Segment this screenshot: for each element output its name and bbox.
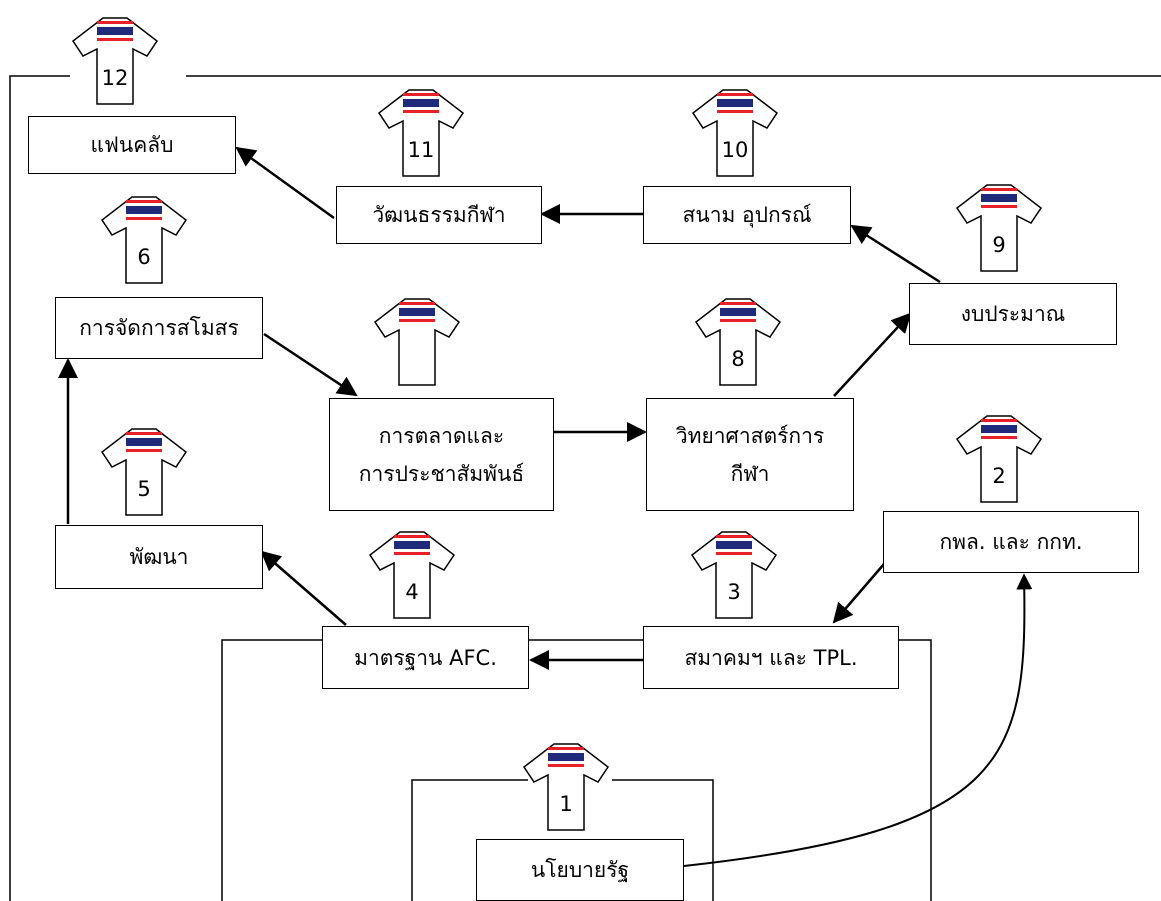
jersey-icon bbox=[690, 531, 778, 619]
arrow-sport-science-to-budget bbox=[833, 312, 912, 397]
jersey-icon bbox=[377, 89, 465, 177]
jersey-number: 9 bbox=[992, 233, 1006, 257]
penalty-area-line bbox=[221, 639, 932, 901]
box-budget: งบประมาณ bbox=[909, 283, 1117, 345]
jersey-number: 6 bbox=[137, 245, 151, 269]
jersey-icon bbox=[373, 298, 461, 386]
box-marketing-pr: การตลาดและ การประชาสัมพันธ์ bbox=[329, 398, 554, 511]
jersey-number: 5 bbox=[137, 477, 151, 501]
jersey-1: 1 bbox=[522, 740, 610, 834]
jersey-number: 8 bbox=[731, 347, 745, 371]
jersey-icon bbox=[955, 184, 1043, 272]
arrow-afc-to-development bbox=[260, 550, 347, 626]
jersey-number: 4 bbox=[405, 580, 419, 604]
box-fanclub: แฟนคลับ bbox=[28, 116, 236, 174]
jersey-icon bbox=[691, 89, 779, 177]
jersey-icon bbox=[71, 17, 159, 105]
box-association-tpl: สมาคมฯ และ TPL. bbox=[643, 626, 899, 689]
jersey-icon bbox=[955, 415, 1043, 503]
arrow-sport-culture-to-fanclub bbox=[235, 146, 335, 220]
jersey-icon bbox=[100, 428, 188, 516]
box-stadium-equipment: สนาม อุปกรณ์ bbox=[643, 186, 851, 244]
jersey-number: 11 bbox=[407, 138, 435, 162]
jersey-9: 9 bbox=[955, 181, 1043, 275]
jersey-11: 11 bbox=[377, 86, 465, 180]
jersey-number: 10 bbox=[721, 138, 749, 162]
box-sat-nsc: กพล. และ กกท. bbox=[883, 511, 1139, 573]
box-sport-culture: วัฒนธรรมกีฬา bbox=[336, 186, 542, 244]
jersey-4: 4 bbox=[368, 528, 456, 622]
arrow-club-management-to-marketing bbox=[263, 332, 358, 397]
jersey-icon bbox=[694, 298, 782, 386]
jersey-12: 12 bbox=[71, 14, 159, 108]
jersey-icon bbox=[368, 531, 456, 619]
pitch-outer-boundary bbox=[9, 75, 1161, 901]
goal-area-line bbox=[411, 779, 714, 901]
arrow-sat-nsc-to-association bbox=[832, 563, 885, 624]
jersey-number: 1 bbox=[559, 792, 573, 816]
box-development: พัฒนา bbox=[55, 525, 263, 589]
jersey-number: 3 bbox=[727, 580, 741, 604]
arrow-state-policy-to-sat-nsc bbox=[683, 573, 1033, 867]
jersey-3: 3 bbox=[690, 528, 778, 622]
box-afc-standard: มาตรฐาน AFC. bbox=[322, 626, 529, 689]
box-sport-science: วิทยาศาสตร์การ กีฬา bbox=[646, 398, 854, 511]
box-club-management: การจัดการสโมสร bbox=[55, 297, 263, 359]
jersey-icon bbox=[100, 196, 188, 284]
jersey-number: 2 bbox=[992, 464, 1006, 488]
jersey-2: 2 bbox=[955, 412, 1043, 506]
jersey-5: 5 bbox=[100, 425, 188, 519]
jersey-number: 12 bbox=[101, 66, 129, 90]
box-state-policy: นโยบายรัฐ bbox=[476, 839, 684, 901]
jersey-unnumbered bbox=[373, 295, 461, 389]
jersey-6: 6 bbox=[100, 193, 188, 287]
arrow-budget-to-stadium bbox=[850, 224, 941, 284]
jersey-icon bbox=[522, 743, 610, 831]
jersey-10: 10 bbox=[691, 86, 779, 180]
jersey-8: 8 bbox=[694, 295, 782, 389]
